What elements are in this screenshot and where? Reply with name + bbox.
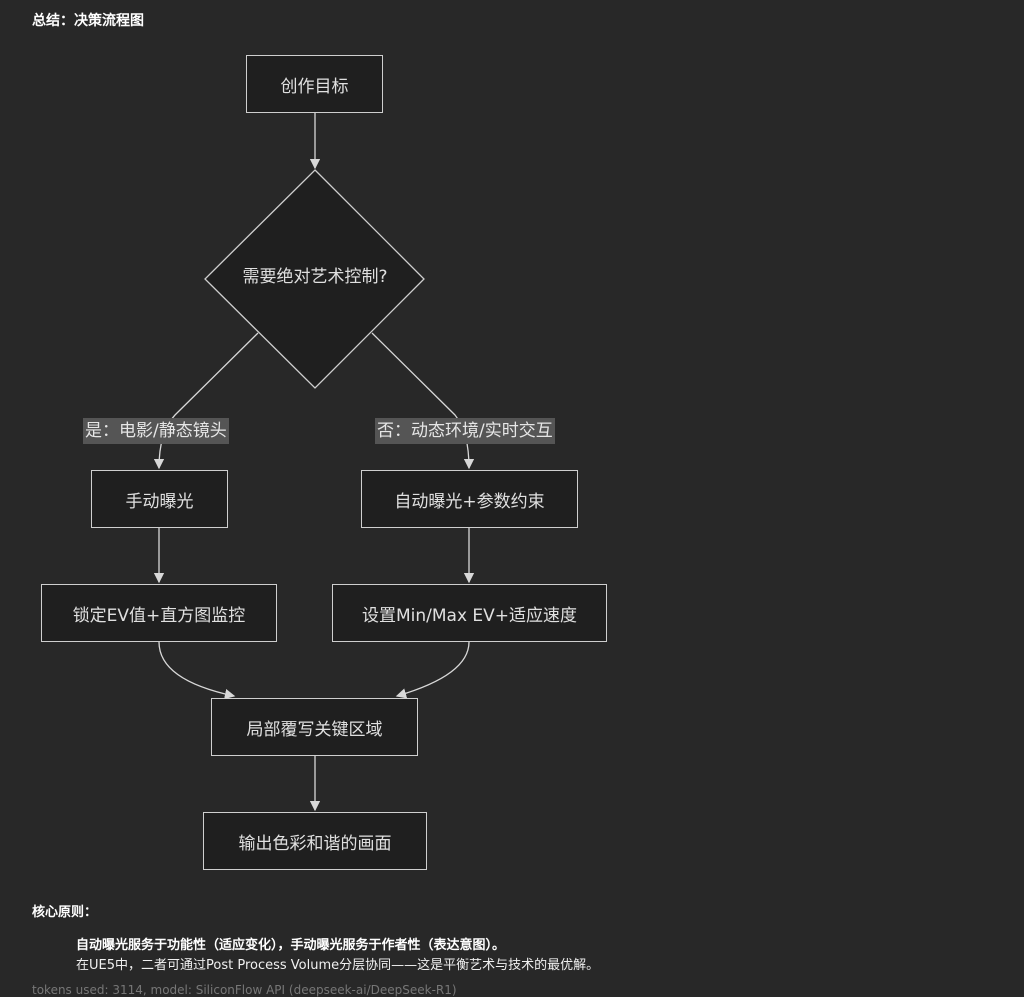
node-set-range: 设置Min/Max EV+适应速度 — [332, 584, 607, 642]
edge-yes — [153, 332, 259, 470]
section-title: 总结：决策流程图 — [32, 13, 144, 29]
node-decision-label: 需要绝对艺术控制? — [242, 267, 388, 287]
node-auto: 自动曝光+参数约束 — [361, 470, 578, 528]
edge-label-no: 否：动态环境/实时交互 — [375, 418, 555, 444]
node-manual: 手动曝光 — [91, 470, 228, 528]
principle-heading: 核心原则： — [32, 905, 98, 920]
principle-line-1: 自动曝光服务于功能性（适应变化），手动曝光服务于作者性（表达意图）。 — [76, 938, 506, 953]
decision-diamond — [204, 169, 425, 389]
edge-range-local — [395, 641, 470, 699]
footer-meta: tokens used: 3114, model: SiliconFlow AP… — [32, 983, 457, 997]
edge-lock-local — [158, 641, 236, 700]
edge-label-yes: 是：电影/静态镜头 — [83, 418, 229, 444]
edge-no — [371, 332, 475, 470]
node-local-override: 局部覆写关键区域 — [211, 698, 418, 756]
node-start: 创作目标 — [246, 55, 383, 113]
node-output: 输出色彩和谐的画面 — [203, 812, 427, 870]
node-lock-ev: 锁定EV值+直方图监控 — [41, 584, 277, 642]
principle-line-2: 在UE5中，二者可通过Post Process Volume分层协同——这是平衡… — [76, 958, 600, 973]
